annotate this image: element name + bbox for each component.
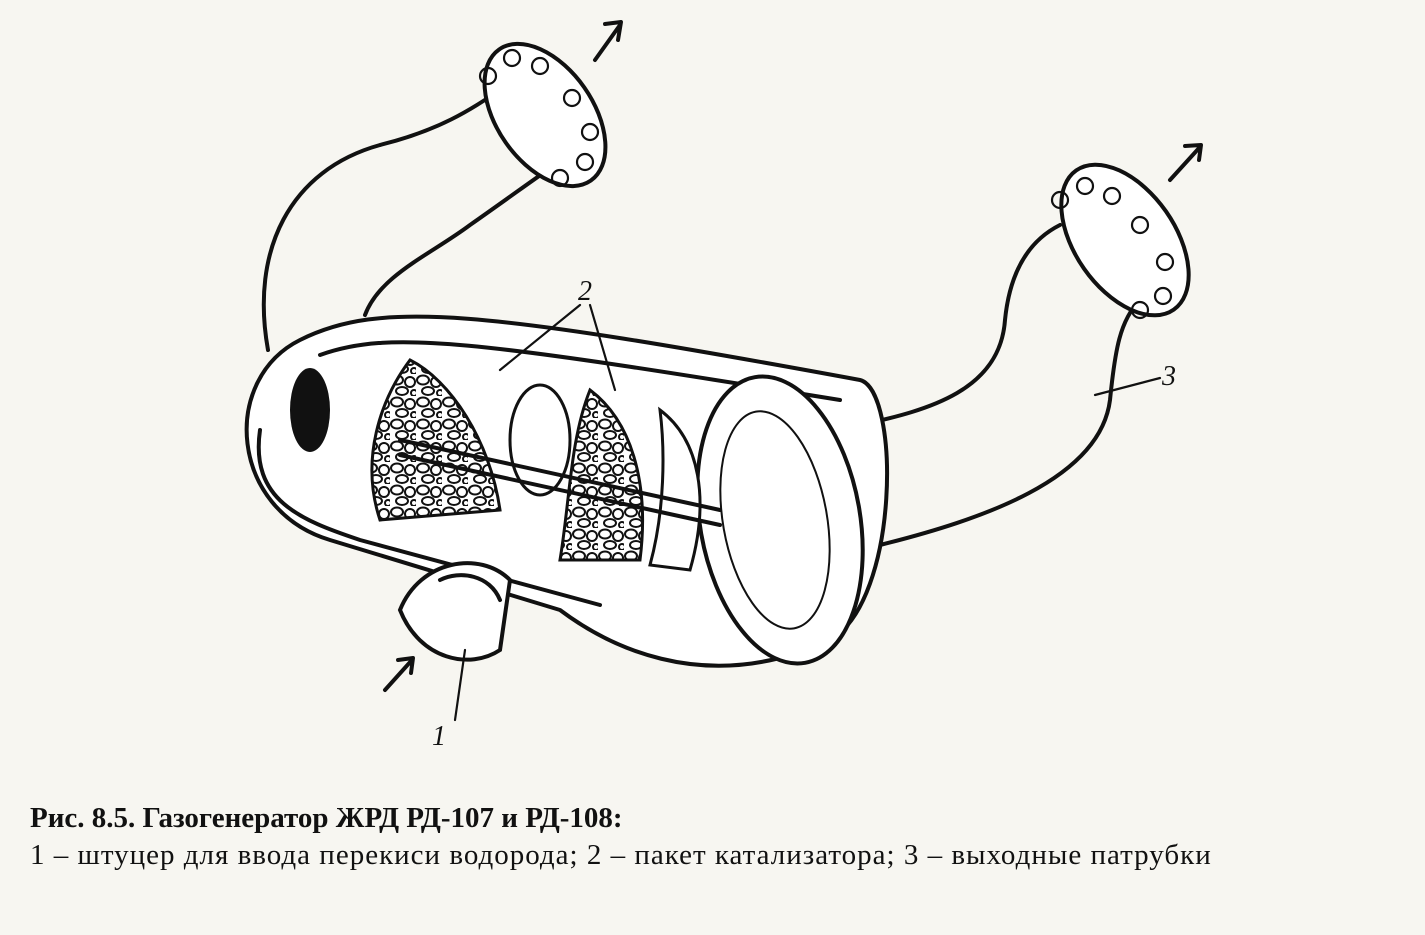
leader-lines xyxy=(453,303,1162,722)
callout-2: 2 xyxy=(578,276,592,307)
catalyst-pack xyxy=(370,358,722,572)
callout-1: 1 xyxy=(432,721,446,752)
left-outlet-pipe xyxy=(261,20,623,352)
right-outlet-arrow xyxy=(1168,143,1203,182)
inlet-fitting xyxy=(383,561,513,692)
figure-caption: Рис. 8.5. Газогенератор ЖРД РД-107 и РД-… xyxy=(30,800,1400,874)
right-flange xyxy=(1050,162,1191,320)
inlet-arrow xyxy=(383,656,415,692)
caption-legend: 1 – штуцер для ввода перекиси водорода; … xyxy=(30,839,1212,871)
gas-generator-drawing: 2 3 1 xyxy=(244,20,1203,752)
left-outlet-arrow xyxy=(593,20,623,62)
callout-3: 3 xyxy=(1161,361,1176,392)
caption-title: Рис. 8.5. Газогенератор ЖРД РД-107 и РД-… xyxy=(30,802,623,834)
left-flange xyxy=(478,41,608,189)
right-outlet-pipe xyxy=(858,143,1203,547)
